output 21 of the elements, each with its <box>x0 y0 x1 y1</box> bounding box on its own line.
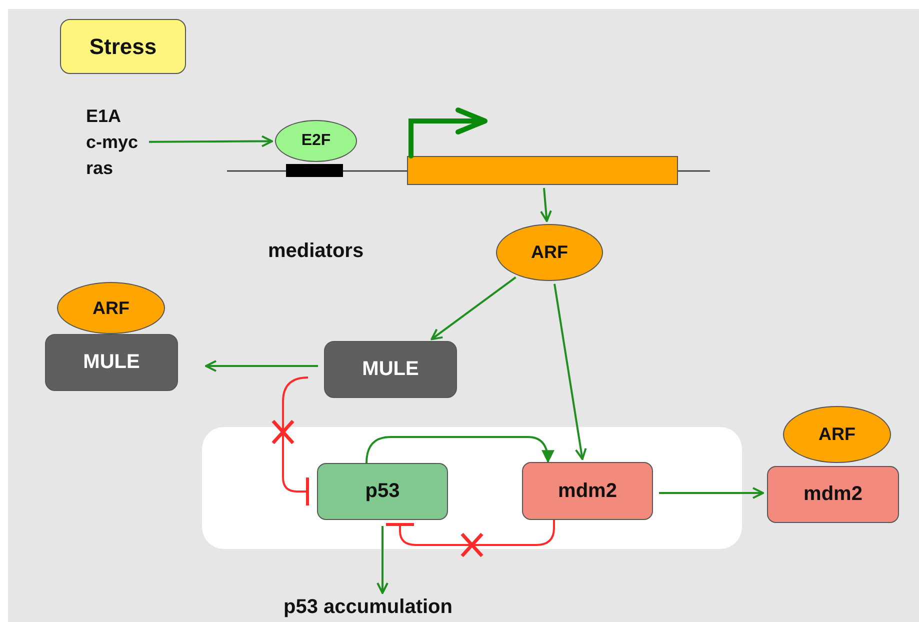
product-label: p53 accumulation <box>248 594 488 620</box>
inhibition-line <box>386 520 555 546</box>
oncogene-list: E1A c-myc ras <box>86 100 146 184</box>
protein-box: MULE <box>45 334 178 391</box>
protein-box: MULE <box>324 341 457 398</box>
gene-bar <box>407 156 678 185</box>
arrow <box>540 188 552 222</box>
protein-box: p53 <box>317 463 448 520</box>
arrow <box>376 526 388 594</box>
arrow <box>366 436 554 464</box>
annotation-text: mediators <box>268 240 364 263</box>
arrow <box>554 284 587 460</box>
arrow <box>430 276 516 340</box>
arrow <box>659 487 764 499</box>
inhibition-line <box>282 376 309 506</box>
arrow <box>149 135 273 148</box>
arrow <box>205 360 318 372</box>
protein-box: mdm2 <box>767 466 899 523</box>
stimulus-box: Stress <box>60 19 186 74</box>
panel-background <box>202 427 742 549</box>
protein-box: mdm2 <box>522 462 653 520</box>
